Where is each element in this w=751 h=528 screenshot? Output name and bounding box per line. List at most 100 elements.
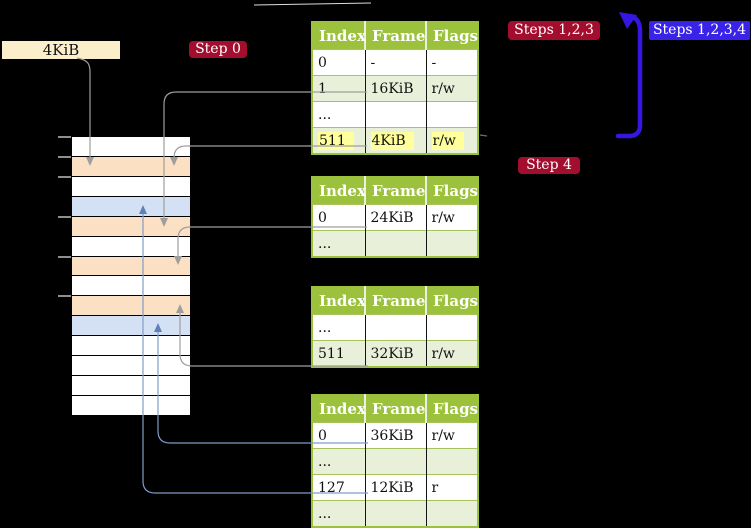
table-cell — [426, 314, 478, 341]
table-cell: 4KiB — [365, 127, 427, 154]
memory-row — [72, 137, 190, 156]
table-cell-text: 1 — [318, 80, 327, 97]
table-cell-text: - — [431, 54, 437, 71]
table-cell-text: r/w — [431, 345, 455, 362]
step-0-badge: Step 0 — [189, 41, 247, 58]
table-cell: 0 — [312, 204, 366, 231]
memory-tick — [58, 295, 71, 297]
table-cell: 511 — [312, 127, 366, 154]
table-cell: 127 — [312, 474, 366, 501]
table-cell — [365, 314, 427, 341]
table-cell: 0 — [312, 422, 366, 449]
memory-row — [72, 235, 190, 256]
memory-row — [72, 215, 190, 236]
steps-loop-arrow — [615, 13, 643, 139]
table-header-index: Index — [312, 395, 366, 423]
page-size-label: 4KiB — [2, 41, 120, 59]
memory-row — [72, 175, 190, 196]
table-cell: r/w — [426, 340, 478, 367]
table-cell-text: 127 — [318, 479, 345, 496]
table-row: 511 32KiB r/w — [312, 340, 478, 367]
edge-stub — [479, 134, 488, 137]
table-cell: 24KiB — [365, 204, 427, 231]
table-header-index: Index — [312, 287, 366, 315]
step-4-badge: Step 4 — [518, 157, 580, 174]
steps-123-badge: Steps 1,2,3 — [508, 21, 600, 40]
table-cell: r/w — [426, 204, 478, 231]
table-cell-text: ... — [318, 505, 332, 522]
table-cell-text: 0 — [318, 209, 327, 226]
table-cell: ... — [312, 230, 366, 257]
table-cell: 1 — [312, 75, 366, 102]
table-header-index: Index — [312, 22, 366, 50]
table-row: ... — [312, 101, 478, 128]
physical-memory-column — [72, 137, 190, 415]
table-cell: 0 — [312, 49, 366, 76]
table-cell-text: 36KiB — [370, 427, 414, 444]
table-cell: 511 — [312, 340, 366, 367]
table-row: ... — [312, 230, 478, 257]
table-cell-text: 24KiB — [370, 209, 414, 226]
table-cell: r/w — [426, 422, 478, 449]
table-cell: 16KiB — [365, 75, 427, 102]
table-cell-text: ... — [318, 453, 332, 470]
table-cell-text: 16KiB — [370, 80, 414, 97]
table-cell-text: 511 — [318, 345, 345, 362]
memory-tick — [58, 136, 71, 138]
table-cell-text: 12KiB — [370, 479, 414, 496]
memory-row — [72, 375, 190, 395]
table-row: 0 36KiB r/w — [312, 422, 478, 449]
table-cell-text: ... — [318, 319, 332, 336]
table-cell: 36KiB — [365, 422, 427, 449]
table-cell-text: 511 — [318, 131, 354, 150]
memory-row — [72, 355, 190, 376]
table-cell — [426, 230, 478, 257]
table-cell-text: r — [431, 479, 439, 496]
table-cell-text: 32KiB — [370, 345, 414, 362]
table-cell: - — [426, 49, 478, 76]
table-cell-text: 0 — [318, 427, 327, 444]
table-cell — [426, 448, 478, 475]
memory-row — [72, 275, 190, 296]
table-header-flags: Flags — [426, 177, 478, 205]
table-cell-text: ... — [318, 106, 332, 123]
memory-row — [72, 295, 190, 316]
memory-tick — [58, 176, 71, 178]
table-header-index: Index — [312, 177, 366, 205]
table-cell: 32KiB — [365, 340, 427, 367]
table-cell-text: ... — [318, 235, 332, 252]
table-cell-text: 4KiB — [370, 131, 414, 150]
table-header-frame: Frame — [365, 177, 427, 205]
table-row: 127 12KiB r — [312, 474, 478, 501]
table-row: 511 4KiB r/w — [312, 127, 478, 154]
table-cell: ... — [312, 314, 366, 341]
table-row: ... — [312, 314, 478, 341]
memory-row — [72, 315, 190, 336]
table-cell: 12KiB — [365, 474, 427, 501]
table-header-frame: Frame — [365, 287, 427, 315]
table-cell — [426, 101, 478, 128]
table-cell-text: r/w — [431, 427, 455, 444]
table-header-frame: Frame — [365, 395, 427, 423]
table-cell: r/w — [426, 127, 478, 154]
table-header-flags: Flags — [426, 395, 478, 423]
table-cell-text: 0 — [318, 54, 327, 71]
memory-row — [72, 255, 190, 276]
table-cell — [365, 500, 427, 527]
memory-row — [72, 195, 190, 216]
memory-tick — [58, 256, 71, 258]
table-row: 0 24KiB r/w — [312, 204, 478, 231]
table-cell — [365, 448, 427, 475]
table-cell: ... — [312, 448, 366, 475]
memory-tick — [58, 156, 71, 158]
memory-row — [72, 394, 190, 415]
table-row: ... — [312, 500, 478, 527]
table-cell: ... — [312, 500, 366, 527]
table-row: 0-- — [312, 49, 478, 76]
